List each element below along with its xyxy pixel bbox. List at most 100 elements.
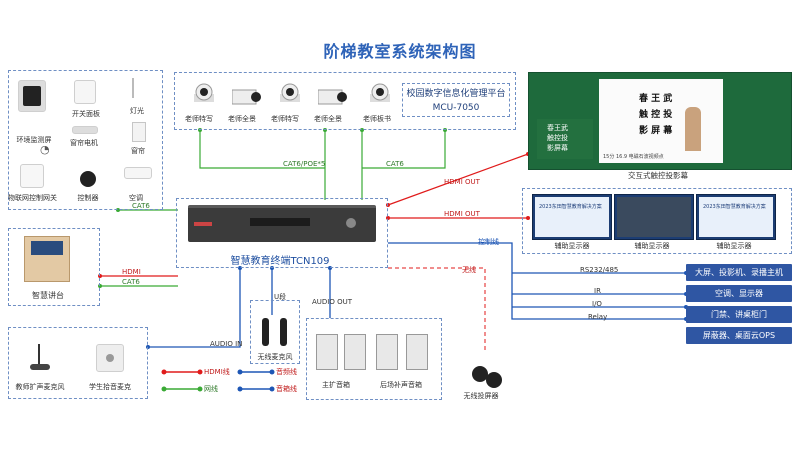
aux-display-label: 辅助显示器 [716,242,752,250]
ir-label: IR [594,287,601,295]
aircon-label: 空调 [129,194,143,202]
teacher-mic-label: 教师扩声麦克风 [15,383,65,391]
wifi-icon: ◔ [40,143,50,156]
iot-gateway-label: 物联网控制网关 [8,194,57,202]
cat6-poe-line [199,130,325,169]
student-mic-label: 学生拾音麦克 [89,383,131,391]
output-device-label: 空调、显示器 [686,285,792,302]
board-label: 交互式触控投影幕 [628,171,688,180]
output-device-label: 屏蔽器、桌面云OPS [686,327,792,344]
box-camera-icon [317,88,347,108]
gooseneck-mic-icon [38,344,40,366]
audio-in-line [148,268,241,348]
audio-in-label: AUDIO IN [210,340,243,348]
cat6-top-label: CAT6 [386,160,404,168]
controller-device [80,171,96,187]
relay-label: Relay [588,313,608,321]
speaker-icon [406,334,428,370]
cat6-left-label: CAT6 [132,202,150,210]
aux-display-3: 2023东田智慧教育解决方案 [696,194,776,240]
board-screen-text1: 春 王 武 [639,94,673,104]
cat6-top-line [362,130,446,169]
environment-box [8,70,163,210]
camera-label: 老师板书 [363,115,391,123]
board-screen: 春 王 武 触 控 投 影 屏 幕 15分 16.9 电磁石波视频点 [599,79,723,163]
hdmi-out-board-label: HDMI OUT [444,178,480,186]
mic-icon [280,318,287,346]
camera-label: 老师全景 [314,115,342,123]
legend-audio: 音频线 [276,368,297,376]
board-screen-text3: 影 屏 幕 [639,126,673,136]
aux-display-box [522,188,792,254]
aux-display-label: 辅助显示器 [554,242,590,250]
switch-panel-label: 开关面板 [72,110,100,118]
env-screen-device [18,80,46,112]
curtain-motor-device [72,126,98,134]
ptz-camera-icon [366,82,394,102]
legend-hdmi: HDMI线 [204,368,230,376]
hdmi-out-aux-label: HDMI OUT [444,210,480,218]
aux-display-1: 2023东田智慧教育解决方案 [532,194,612,240]
u-seg-label: U段 [274,293,287,301]
aux-display-label: 辅助显示器 [634,242,670,250]
wireless-dongle-icon [486,372,502,388]
mic-box [8,327,148,399]
iot-gateway-device [20,164,44,188]
ptz-camera-icon [190,82,218,102]
output-device-label: 大屏、投影机、录播主机 [686,264,792,281]
wireless-label: 无线 [462,266,476,274]
camera-label: 老师特写 [185,115,213,123]
speaker-box [306,318,442,400]
mic-icon [262,318,269,346]
box-camera-icon [231,88,261,108]
light-icon [132,78,144,98]
switch-panel-device [74,80,96,104]
legend-net: 网线 [204,385,218,393]
hdmi-out-board-line [387,153,529,206]
board-caption: 15分 16.9 电磁石波视频点 [603,154,664,160]
podium-label: 智慧讲台 [32,291,64,300]
board-left-panel: 春王武 触控投 影屏幕 [537,119,593,159]
wireless-mic-box [250,300,300,364]
terminal-device [188,205,376,242]
control-line [388,242,686,320]
mcu-platform-label: 校园数字信息化管理平台MCU-7050 [402,83,510,117]
speaker-icon [344,334,366,370]
light-label: 灯光 [130,107,144,115]
camera-label: 老师特写 [271,115,299,123]
podium-device [24,236,70,282]
legend-speaker: 音箱线 [276,385,297,393]
main-speaker-label: 主扩音箱 [322,381,350,389]
curtain-label: 窗帘 [131,147,145,155]
ptz-camera-icon [276,82,304,102]
rear-speaker-label: 后场补声音箱 [380,381,422,389]
camera-label: 老师全景 [228,115,256,123]
control-line-label: 控制线 [478,238,499,246]
podium-box [8,228,100,306]
interactive-board: 春 王 武 触 控 投 影 屏 幕 15分 16.9 电磁石波视频点 春王武 触… [528,72,792,170]
camera-box [174,72,516,130]
env-screen-label: 环境监测屏 [16,136,52,144]
speaker-icon [376,334,398,370]
curtain-icon [132,122,146,142]
io-label: I/O [592,300,602,308]
output-device-label: 门禁、讲桌柜门 [686,306,792,323]
audio-out-label: AUDIO OUT [312,298,353,306]
hdmi-podium-label: HDMI [122,268,141,276]
wireless-dongle-icon [472,366,488,382]
aircon-device [124,167,152,179]
ceiling-mic-device [96,344,124,372]
cat6-podium-label: CAT6 [122,278,140,286]
teacher-figure [685,107,701,151]
curtain-motor-label: 窗帘电机 [70,139,98,147]
diagram-title: 阶梯教室系统架构图 [323,42,477,61]
wireless-mic-label: 无线麦克风 [257,353,293,361]
terminal-box [176,198,388,268]
board-screen-text2: 触 控 投 [639,110,673,120]
aux-display-2 [614,194,694,240]
speaker-icon [316,334,338,370]
controller-label: 控制器 [77,194,99,202]
terminal-label: 智慧教育终端TCN109 [230,256,330,267]
cat6-poe-label: CAT6/POE*5 [283,160,326,168]
